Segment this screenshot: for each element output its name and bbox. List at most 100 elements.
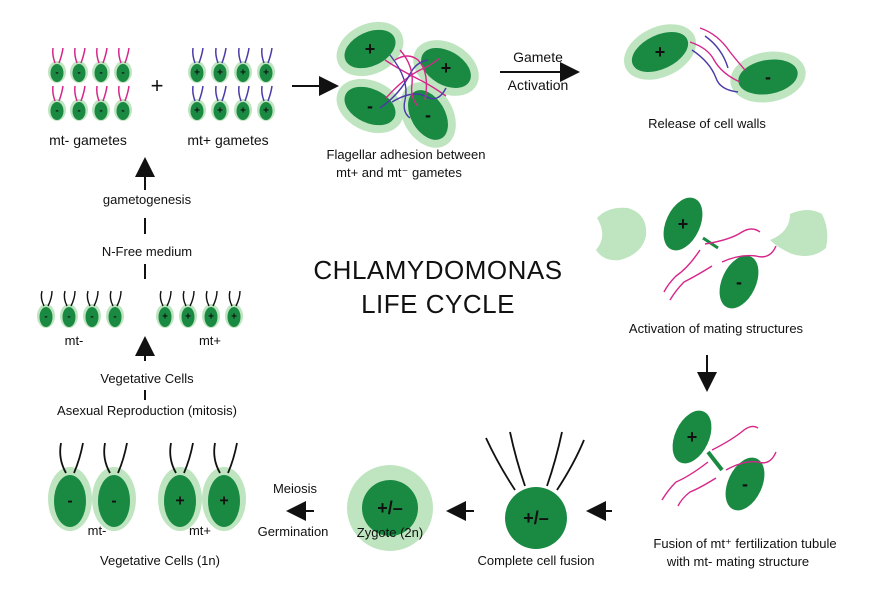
flagellum xyxy=(267,85,273,102)
cell-sign: + xyxy=(231,312,237,323)
flagellum xyxy=(96,47,100,64)
mt-minus-gamete: - xyxy=(92,85,110,121)
flagellum xyxy=(169,442,177,474)
mt-minus-gamete: - xyxy=(48,85,66,121)
cell-body xyxy=(344,29,396,69)
cell-sign: + xyxy=(263,68,269,79)
cell-body xyxy=(108,307,122,327)
cell-drawings: --------++++++++++--+-+-+-+/–+/–--++----… xyxy=(37,21,828,551)
cell-sign: + xyxy=(162,312,168,323)
flagellum xyxy=(213,442,221,474)
cell-sign: - xyxy=(44,312,47,323)
cell-sign: +/– xyxy=(377,498,403,518)
flagellum xyxy=(198,47,204,64)
cell-body xyxy=(62,307,76,327)
flagellum xyxy=(244,85,250,102)
cell-body xyxy=(72,64,86,82)
cell-sign: - xyxy=(77,106,80,117)
veg-cell-minus-2: - xyxy=(92,442,136,531)
cell-body xyxy=(94,64,108,82)
released-cell-plus: + xyxy=(623,24,697,80)
mt-plus-gamete: + xyxy=(188,85,206,121)
left-veg-cell-plus: + xyxy=(225,290,243,328)
cell-body xyxy=(94,102,108,120)
cell-body xyxy=(54,475,86,527)
left-veg-cell-plus: + xyxy=(202,290,220,328)
flagellum xyxy=(235,290,241,307)
vegetative-1n-label: Vegetative Cells (1n) xyxy=(100,553,220,568)
adhesion-cell-plus-1: + xyxy=(336,21,404,77)
mt-plus-gamete: + xyxy=(211,47,229,83)
cell-body xyxy=(259,64,273,82)
cell-body xyxy=(421,48,471,88)
flagellum xyxy=(103,442,111,474)
flagellum xyxy=(546,431,563,487)
cell-body xyxy=(672,410,712,464)
mt-minus-gametes-label: mt- gametes xyxy=(49,132,127,148)
fusion-cell-minus: - xyxy=(725,457,765,511)
flagellar-adhesion-label-2: mt+ and mt⁻ gametes xyxy=(336,165,462,180)
mt-plus-gamete: + xyxy=(234,85,252,121)
mt-plus-gametes-label: mt+ gametes xyxy=(187,132,268,148)
flagellum xyxy=(52,47,56,64)
cell-body xyxy=(236,64,250,82)
flagellum xyxy=(63,290,68,307)
flagellum xyxy=(228,290,233,307)
mt-plus-gamete: + xyxy=(234,47,252,83)
cell-body xyxy=(236,102,250,120)
mt-minus-gamete: - xyxy=(48,47,66,83)
zygote-cell: +/– xyxy=(347,465,433,551)
cell-sign: - xyxy=(111,493,116,510)
cell-sign: + xyxy=(217,68,223,79)
flagellum xyxy=(47,290,53,307)
mt-plus-gamete: + xyxy=(257,47,275,83)
cell-sign: - xyxy=(67,312,70,323)
cell-body xyxy=(50,64,64,82)
flagellum xyxy=(118,85,122,102)
cell-body xyxy=(116,102,130,120)
cell-body xyxy=(208,475,240,527)
meiosis-label: Meiosis xyxy=(273,481,318,496)
flagellum xyxy=(58,47,64,64)
cell-sign: + xyxy=(678,214,689,234)
cell-body xyxy=(227,307,241,327)
mt-plus-label-left: mt+ xyxy=(199,333,221,348)
asexual-reproduction-label: Asexual Reproduction (mitosis) xyxy=(57,403,237,418)
flagellum xyxy=(80,85,86,102)
veg-cell-plus-2: + xyxy=(202,442,246,531)
cell-body xyxy=(116,64,130,82)
mt-plus-gamete: + xyxy=(257,85,275,121)
adhering-flagellum xyxy=(399,49,419,107)
cell-body xyxy=(259,102,273,120)
adhesion-cell-minus-1: - xyxy=(336,78,404,134)
cell-body xyxy=(158,307,172,327)
flagellum xyxy=(221,47,227,64)
adhering-flagellum xyxy=(379,59,429,109)
cell-sign: - xyxy=(67,493,72,510)
mating-flagellum xyxy=(721,245,777,263)
flagellum xyxy=(261,47,265,64)
cell-sign: - xyxy=(367,96,373,116)
flagellum xyxy=(238,47,242,64)
fusion-tubule xyxy=(706,450,724,472)
cell-body xyxy=(213,64,227,82)
flagellum xyxy=(124,85,130,102)
flagellum xyxy=(509,431,526,487)
left-veg-cell-plus: + xyxy=(179,290,197,328)
cell-body xyxy=(505,487,567,549)
gametogenesis-label: gametogenesis xyxy=(103,192,192,207)
flagellum xyxy=(221,85,227,102)
cell-body xyxy=(181,307,195,327)
cell-sign: +/– xyxy=(523,508,549,528)
flagellum xyxy=(59,442,67,474)
cell-sign: + xyxy=(208,312,214,323)
activated-cell-plus: + xyxy=(663,197,703,251)
cell-body xyxy=(204,307,218,327)
plus-symbol: + xyxy=(151,73,164,98)
diagram-title-line-2: LIFE CYCLE xyxy=(361,289,515,319)
flagellum xyxy=(86,290,91,307)
adhering-flagellum xyxy=(384,59,447,97)
flagellum xyxy=(485,437,516,491)
gamete-activation-label-2: Activation xyxy=(508,77,569,93)
